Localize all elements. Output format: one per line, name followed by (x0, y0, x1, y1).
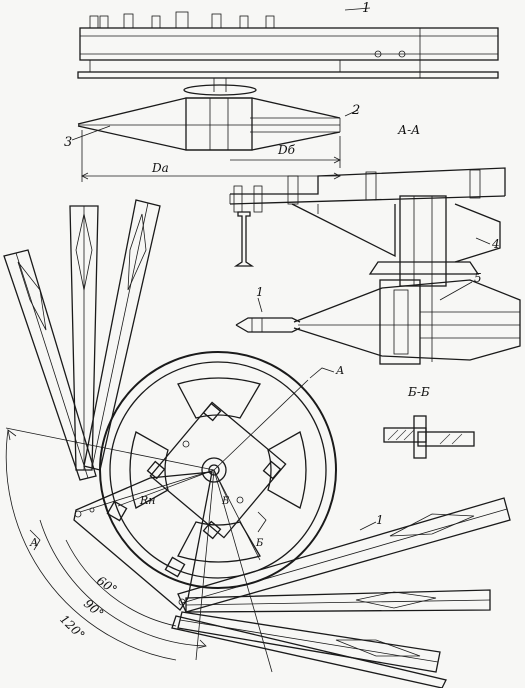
dim-da-label: Dа (151, 161, 169, 175)
label-part-3: 3 (64, 135, 72, 150)
lower-hub-cone (293, 279, 521, 361)
tine-lower-2 (185, 589, 491, 613)
wheel-hub-outer (201, 457, 227, 483)
label-part-1-mid: 1 (256, 285, 264, 299)
section-bb-detail: Б-Б (383, 385, 475, 459)
cut-b-label-b: Б (255, 538, 264, 549)
rail-rivet-right (398, 50, 406, 58)
top-bolt-row (89, 11, 275, 29)
lower-spike (235, 317, 301, 333)
hub-center (185, 97, 253, 151)
shaft-flange (368, 261, 480, 275)
section-aa-hub: 2 3 А-А (64, 78, 420, 151)
label-part-4: 4 (491, 237, 500, 251)
bracket-part-4 (291, 203, 501, 263)
cut-a-top-label: А (335, 364, 344, 377)
tine-fan-lower: 1 (171, 497, 511, 688)
cut-a-left-label: А (29, 536, 38, 549)
tine-fan-upper (3, 199, 161, 481)
tine-lower-4 (171, 615, 447, 688)
wheel-outer-rim (99, 351, 337, 589)
radius-rh-label: Rн (139, 494, 156, 507)
construction-lines: А Б Б Rн А (5, 364, 344, 673)
tine-lower-1 (177, 497, 511, 613)
arc-60 (65, 539, 177, 627)
top-rail-body (79, 27, 499, 61)
angle-60-label: 60° (94, 573, 119, 597)
angle-90-label: 90° (81, 596, 106, 620)
top-rail-assembly: 1 (77, 1, 499, 79)
side-frame-top (230, 167, 506, 196)
cut-b-label-a: Б (221, 496, 230, 507)
tine-diagonal-left (3, 249, 97, 481)
tine-lower-3 (177, 611, 441, 673)
section-bb-title: Б-Б (407, 385, 430, 399)
angle-120-label: 120° (57, 612, 87, 642)
bb-bolt (413, 415, 427, 459)
label-part-1-bottom: 1 (376, 513, 384, 527)
swing-plate-outline (73, 471, 213, 611)
arc-90 (39, 519, 207, 647)
label-part-5: 5 (474, 271, 482, 285)
dimension-lines: Dб Dа (81, 130, 341, 182)
rail-rivet-left (374, 50, 382, 58)
wheel-spoke-slot-bottom (177, 521, 261, 563)
wheel-hub-inner (208, 464, 220, 476)
wheel-inner-rim (109, 361, 327, 579)
wheel-spoke-slot-right (267, 431, 307, 509)
wheel-mount-plate (149, 401, 287, 539)
hub-cone-upper (77, 97, 341, 125)
dim-db-label: Dб (277, 143, 296, 157)
top-rail-lower-strip (77, 71, 499, 79)
wheel-bolts (146, 402, 282, 540)
arc-120 (5, 429, 177, 661)
i-beam (233, 211, 255, 267)
tine-vertical (69, 205, 99, 471)
label-part-2: 2 (351, 103, 360, 118)
side-assembly: 4 1 5 (229, 167, 521, 365)
bb-plate-left (383, 427, 427, 443)
bb-plate-right (417, 431, 475, 447)
shaft-vertical (399, 195, 447, 287)
section-aa-title: А-А (397, 123, 420, 137)
label-part-1-top: 1 (362, 1, 370, 16)
wheel-spoke-slot-left (129, 431, 169, 509)
tine-swing-plate (73, 471, 213, 611)
wheel (99, 351, 337, 589)
hub-cone-lower (77, 125, 341, 151)
